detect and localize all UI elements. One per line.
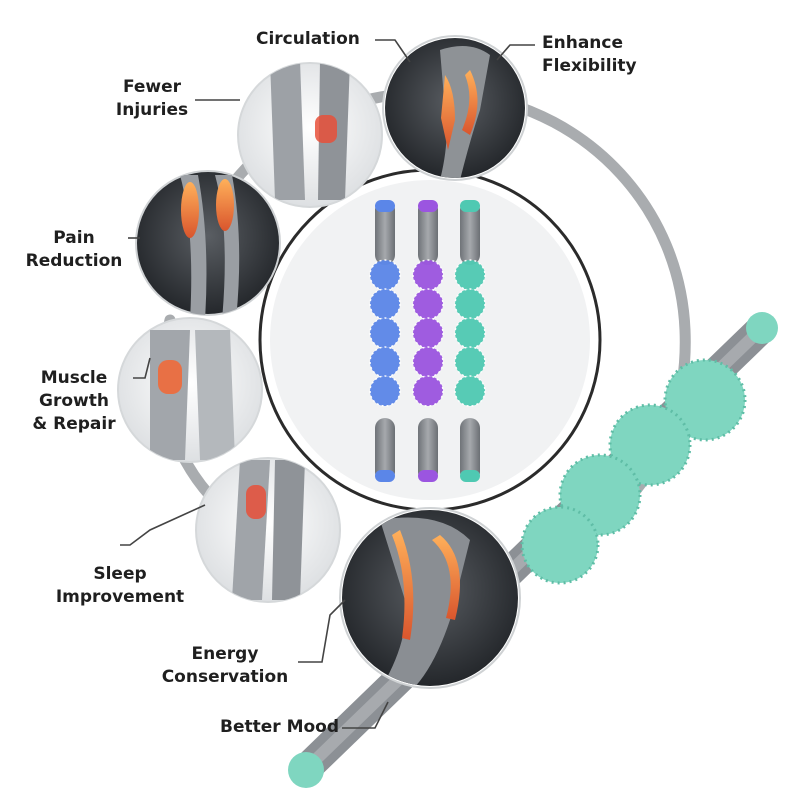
label-pain-reduction: Pain Reduction	[25, 228, 123, 271]
roller-tip-bottom	[288, 752, 324, 788]
label-sleep-improvement: Sleep Improvement	[55, 564, 185, 607]
pain-image	[135, 170, 281, 316]
muscle-image	[117, 317, 263, 463]
roller-2	[412, 200, 444, 482]
roller-1	[369, 200, 401, 482]
large-roller-stick	[288, 312, 778, 788]
roller-3	[454, 200, 486, 482]
label-energy-conservation: Energy Conservation	[161, 644, 289, 687]
label-fewer-injuries: Fewer Injuries	[115, 77, 189, 120]
label-circulation: Circulation	[256, 29, 360, 49]
energy-image	[339, 507, 521, 689]
label-enhance-flexibility: Enhance Flexibility	[542, 33, 637, 76]
label-muscle-growth-repair: Muscle Growth & Repair	[32, 368, 116, 434]
injuries-image	[237, 62, 383, 208]
flexibility-image	[382, 35, 528, 181]
callout-lines	[120, 39, 535, 729]
sleep-image	[195, 457, 341, 603]
roller-tip-top	[746, 312, 778, 344]
large-roller-balls	[520, 358, 747, 585]
label-better-mood: Better Mood	[220, 717, 340, 737]
product-circle	[258, 168, 602, 512]
roller-set	[369, 200, 486, 482]
